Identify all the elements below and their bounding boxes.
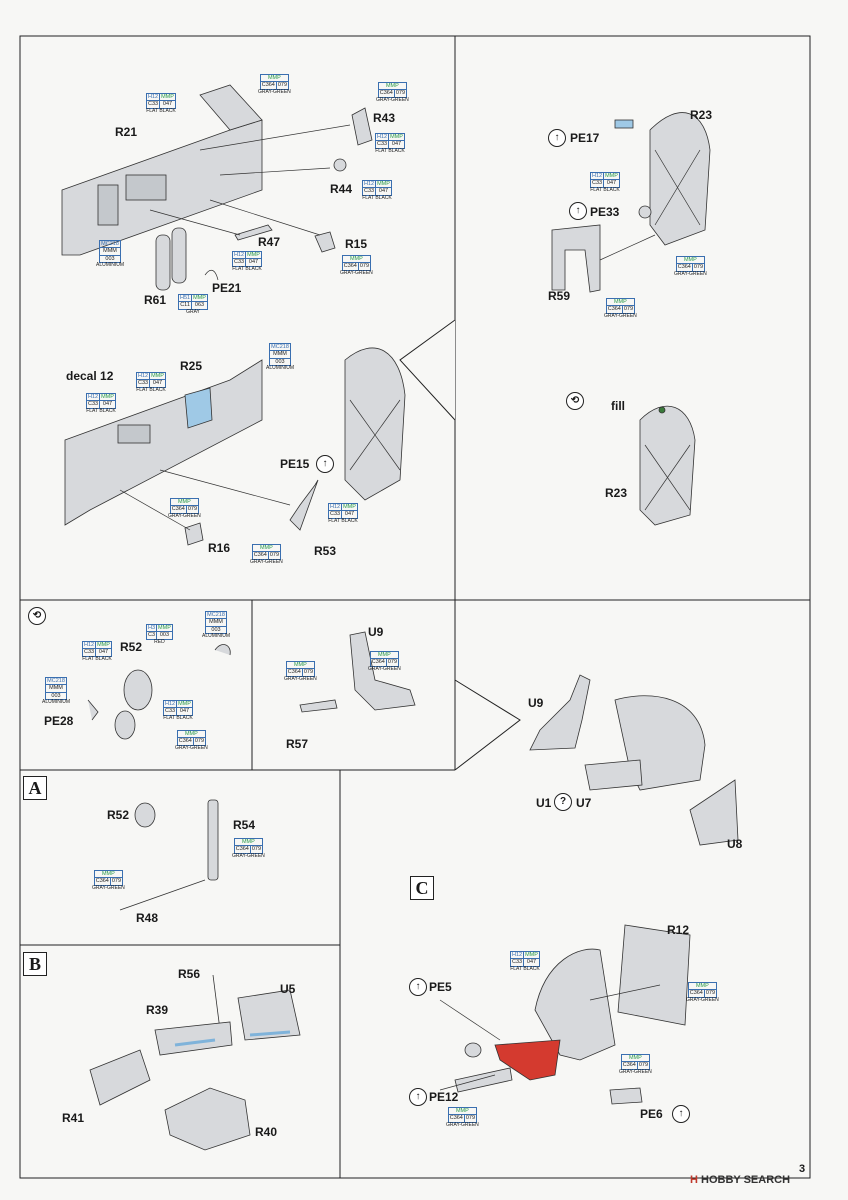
part-label: PE6 (640, 1107, 663, 1121)
flip-part-icon: ↑ (569, 202, 587, 220)
flip-part-icon: ↑ (409, 978, 427, 996)
part-label: R21 (115, 125, 138, 139)
paint-callout-aluminium: MC218 MMM 003 ALUMINIUM (96, 239, 125, 268)
watermark-text: HOBBY SEARCH (701, 1174, 791, 1186)
part-label: PE28 (44, 714, 74, 728)
flip-part-icon: ↑ (548, 129, 566, 147)
part-label: R61 (144, 293, 167, 307)
part-label: R39 (146, 1003, 169, 1017)
part-label: R43 (373, 111, 396, 125)
part-label: PE33 (590, 205, 620, 219)
flip-part-icon: ↑ (409, 1088, 427, 1106)
part-label: PE17 (570, 131, 600, 145)
part-label: U9 (528, 696, 544, 710)
section-label-b: B (23, 952, 47, 976)
flip-part-icon: ↑ (672, 1105, 690, 1123)
part-label: U9 (368, 625, 384, 639)
part-label: PE21 (212, 281, 242, 295)
paint-callout-aluminium: MC218 MMM 003 ALUMINIUM (202, 610, 231, 639)
watermark-logo: H HOBBY SEARCH (690, 1174, 790, 1186)
part-label: R16 (208, 541, 231, 555)
part-label: R52 (107, 808, 130, 822)
section-label-c: C (410, 876, 434, 900)
part-label: R25 (180, 359, 203, 373)
or-choice-icon: ? (554, 793, 572, 811)
rotate-view-icon: ⟲ (566, 392, 584, 410)
part-label: R53 (314, 544, 337, 558)
part-label: R40 (255, 1125, 278, 1139)
part-label: R12 (667, 923, 690, 937)
part-label: decal 12 (66, 369, 114, 383)
part-label: R59 (548, 289, 571, 303)
part-label: R48 (136, 911, 159, 925)
part-label: R15 (345, 237, 368, 251)
rotate-view-icon: ⟲ (28, 607, 46, 625)
section-label-a: A (23, 776, 47, 800)
watermark-logo-mark: H (690, 1174, 698, 1186)
paint-callout-aluminium: MC218 MMM 003 ALUMINIUM (42, 676, 71, 705)
page-number: 3 (799, 1163, 806, 1175)
part-label: PE12 (429, 1090, 459, 1104)
part-label: U5 (280, 982, 296, 996)
part-label: R54 (233, 818, 256, 832)
part-label: R41 (62, 1111, 85, 1125)
part-label: R52 (120, 640, 143, 654)
part-label: R57 (286, 737, 309, 751)
part-label: R23 (605, 486, 628, 500)
part-label: U1 (536, 796, 552, 810)
part-label: PE5 (429, 980, 452, 994)
part-label: U7 (576, 796, 592, 810)
part-label: R23 (690, 108, 713, 122)
part-label: PE15 (280, 457, 310, 471)
flip-part-icon: ↑ (316, 455, 334, 473)
part-label: R56 (178, 967, 201, 981)
paint-callout-aluminium: MC218 MMM 003 ALUMINIUM (266, 342, 295, 371)
part-label: R44 (330, 182, 353, 196)
part-label: fill (611, 399, 625, 413)
part-label: R47 (258, 235, 281, 249)
part-label: U8 (727, 837, 743, 851)
